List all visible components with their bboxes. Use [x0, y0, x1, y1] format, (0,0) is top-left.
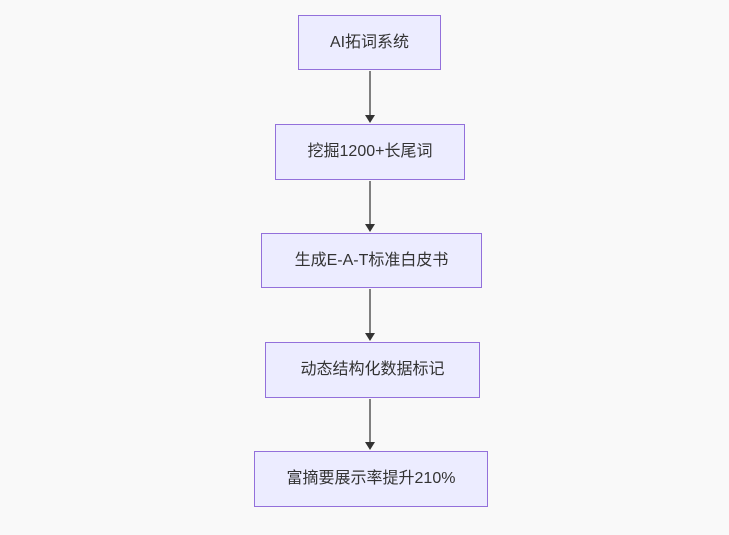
node-label: 生成E-A-T标准白皮书	[294, 251, 449, 269]
flow-node-dynamic-structured-data-markup: 动态结构化数据标记	[265, 342, 480, 398]
edge-connector-4	[363, 399, 377, 450]
arrow-line	[369, 71, 371, 115]
flow-node-ai-word-expansion-system: AI拓词系统	[298, 15, 441, 70]
flow-node-generate-eat-whitepaper: 生成E-A-T标准白皮书	[261, 233, 482, 288]
arrow-line	[369, 289, 371, 333]
arrow-down-icon	[365, 115, 375, 123]
node-label: AI拓词系统	[329, 33, 410, 51]
arrow-down-icon	[365, 333, 375, 341]
arrow-down-icon	[365, 442, 375, 450]
node-label: 动态结构化数据标记	[300, 361, 445, 379]
arrow-down-icon	[365, 224, 375, 232]
arrow-line	[369, 181, 371, 224]
flow-node-rich-snippet-rate-increase: 富摘要展示率提升210%	[254, 451, 488, 507]
node-label: 富摘要展示率提升210%	[286, 470, 456, 488]
arrow-line	[369, 399, 371, 442]
edge-connector-3	[363, 289, 377, 341]
edge-connector-1	[363, 71, 377, 123]
flow-node-mine-longtail-keywords: 挖掘1200+长尾词	[275, 124, 465, 180]
node-label: 挖掘1200+长尾词	[307, 143, 433, 161]
edge-connector-2	[363, 181, 377, 232]
